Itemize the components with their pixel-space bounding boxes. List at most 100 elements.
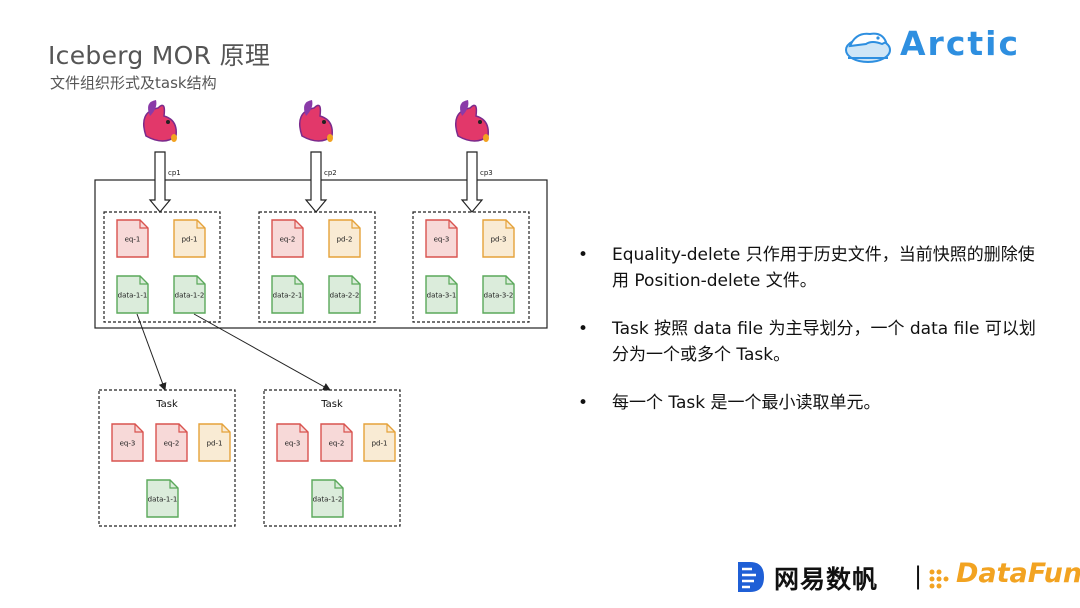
file-label: data-2-1	[273, 292, 303, 300]
file-label: eq-2	[329, 440, 345, 448]
file-icon	[425, 275, 458, 314]
file-icon	[271, 275, 304, 314]
file-label: data-2-2	[330, 292, 360, 300]
file-icon	[328, 219, 361, 258]
file-icon	[198, 423, 231, 462]
file-fold	[351, 220, 360, 229]
bullet-item: Equality-delete 只作用于历史文件，当前快照的删除使用 Posit…	[576, 242, 1046, 294]
polar-bear-icon	[845, 32, 891, 63]
file-icon	[425, 219, 458, 258]
squirrel-tail	[148, 100, 157, 116]
file-fold	[169, 480, 178, 489]
file-fold	[139, 276, 148, 285]
squirrel-tail	[460, 100, 469, 116]
file-icon	[363, 423, 396, 462]
squirrel-acorn	[483, 134, 489, 142]
squirrel-tail	[304, 100, 313, 116]
arctic-logo: Arctic	[842, 22, 1032, 68]
file-fold	[294, 276, 303, 285]
bullet-list: Equality-delete 只作用于历史文件，当前快照的删除使用 Posit…	[576, 242, 1046, 438]
file-icon	[173, 275, 206, 314]
datafun-dots-icon	[929, 569, 949, 589]
squirrel-eye	[166, 120, 170, 124]
task-box	[263, 389, 401, 527]
squirrel-eye	[322, 120, 326, 124]
file-label: eq-1	[125, 236, 141, 244]
datafun-wordmark: DataFun.	[956, 558, 1080, 589]
file-label: pd-3	[491, 236, 507, 244]
file-fold	[196, 220, 205, 229]
file-fold	[134, 424, 143, 433]
file-label: data-1-1	[148, 496, 178, 504]
file-label: eq-2	[280, 236, 296, 244]
file-label: data-1-1	[118, 292, 148, 300]
netease-logo-icon	[738, 562, 764, 592]
file-label: eq-3	[434, 236, 450, 244]
file-icon	[155, 423, 188, 462]
task-label: Task	[320, 399, 343, 410]
file-fold	[448, 276, 457, 285]
page-title: Iceberg MOR 原理	[48, 41, 271, 70]
mor-diagram: cp1 cp2 cp3 eq-1 pd-1 data-1-1 data-1-2 eq-2 pd-…	[94, 100, 548, 527]
file-icon	[328, 275, 361, 314]
file-fold	[343, 424, 352, 433]
task-box	[98, 389, 236, 527]
checkpoint-arrow	[304, 151, 328, 213]
file-fold	[505, 276, 514, 285]
file-label: pd-1	[182, 236, 198, 244]
snapshot-group	[103, 211, 221, 323]
footer-logos: 网易数帆 | DataFun.	[736, 556, 1080, 596]
file-icon	[276, 423, 309, 462]
file-fold	[505, 220, 514, 229]
snapshot-group	[258, 211, 376, 323]
file-fold	[294, 220, 303, 229]
file-fold	[221, 424, 230, 433]
file-icon	[111, 423, 144, 462]
squirrel-eye	[478, 120, 482, 124]
bullet-item: 每一个 Task 是一个最小读取单元。	[576, 390, 1046, 416]
netease-wordmark: 网易数帆	[774, 565, 879, 594]
file-fold	[178, 424, 187, 433]
checkpoint-label: cp2	[324, 169, 337, 177]
file-icon	[482, 219, 515, 258]
file-icon	[320, 423, 353, 462]
file-label: data-1-2	[313, 496, 343, 504]
file-fold	[139, 220, 148, 229]
checkpoint-arrow	[460, 151, 484, 213]
file-fold	[351, 276, 360, 285]
file-icon	[311, 479, 344, 518]
assign-arrow	[193, 313, 331, 391]
file-icon	[271, 219, 304, 258]
file-icon	[482, 275, 515, 314]
file-icon	[146, 479, 179, 518]
file-icon	[173, 219, 206, 258]
file-fold	[299, 424, 308, 433]
file-icon	[116, 219, 149, 258]
file-fold	[196, 276, 205, 285]
squirrel-acorn	[171, 134, 177, 142]
arctic-wordmark: Arctic	[900, 24, 1021, 63]
task-label: Task	[155, 399, 178, 410]
footer-separator: |	[914, 562, 923, 590]
file-label: pd-1	[372, 440, 388, 448]
file-label: pd-2	[337, 236, 353, 244]
file-label: eq-2	[164, 440, 180, 448]
file-label: eq-3	[120, 440, 136, 448]
file-fold	[386, 424, 395, 433]
checkpoint-label: cp3	[480, 169, 493, 177]
file-label: data-3-2	[484, 292, 514, 300]
squirrel-acorn	[327, 134, 333, 142]
file-icon	[116, 275, 149, 314]
file-label: pd-1	[207, 440, 223, 448]
file-label: eq-3	[285, 440, 301, 448]
file-label: data-3-1	[427, 292, 457, 300]
bullet-item: Task 按照 data file 为主导划分，一个 data file 可以划…	[576, 316, 1046, 368]
checkpoint-label: cp1	[168, 169, 181, 177]
file-fold	[334, 480, 343, 489]
file-fold	[448, 220, 457, 229]
page-subtitle: 文件组织形式及task结构	[50, 74, 217, 92]
assign-arrow	[136, 313, 167, 391]
file-label: data-1-2	[175, 292, 205, 300]
snapshot-group	[412, 211, 530, 323]
checkpoint-arrow	[148, 151, 172, 213]
